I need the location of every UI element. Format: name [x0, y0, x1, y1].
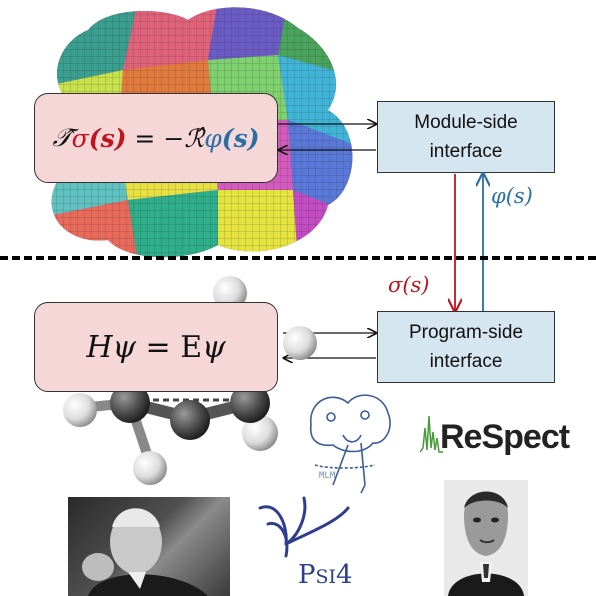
module-interface-line2: interface: [429, 141, 503, 162]
module-equation-box: 𝒯̂ σ (s) = − ℛ̂ φ (s): [34, 93, 278, 183]
r-hat-operator: ℛ̂: [184, 123, 205, 153]
boundary-dashed-line: [0, 256, 596, 260]
energy-symbol: E: [180, 329, 203, 365]
psi4-logo-icon: [258, 496, 350, 558]
sigma-argument: (s): [88, 123, 127, 153]
psi4-logo-prefix: P: [298, 560, 316, 590]
portrait-dalton-image: [68, 497, 230, 596]
qm-equation-box: H ψ = E ψ: [34, 302, 278, 392]
mlm-logo-icon: MLM: [309, 394, 391, 494]
hamiltonian-symbol: H: [86, 329, 113, 365]
psi4-logo-suffix: 4: [336, 560, 353, 590]
phi-s-label: φ(s): [491, 184, 533, 208]
svg-text:MLM: MLM: [319, 471, 336, 481]
respect-logo-text: ReSpect: [440, 418, 570, 456]
phi-symbol: φ: [204, 123, 222, 153]
psi-symbol: ψ: [112, 329, 137, 365]
portrait-dirac-image: [444, 480, 528, 596]
ethylene-molecule-icon: [63, 276, 317, 485]
program-interface-line2: interface: [429, 351, 503, 372]
psi-symbol-rhs: ψ: [202, 329, 226, 365]
equals-minus: = −: [126, 123, 185, 153]
t-hat-operator: 𝒯̂: [52, 123, 72, 152]
module-side-interface-box: Module-side interface: [377, 101, 555, 173]
program-interface-line1: Program-side: [408, 321, 524, 343]
phi-argument: (s): [221, 123, 260, 153]
program-side-interface-box: Program-side interface: [377, 311, 555, 383]
psi4-logo-small: SI: [315, 566, 337, 588]
module-interface-line1: Module-side: [414, 111, 518, 133]
sigma-symbol: σ: [71, 123, 89, 153]
equals-sign: =: [136, 329, 181, 365]
psi4-logo-text: PSI4: [298, 560, 353, 590]
sigma-s-label: σ(s): [388, 273, 430, 297]
respect-spectrum-icon: [420, 415, 443, 453]
